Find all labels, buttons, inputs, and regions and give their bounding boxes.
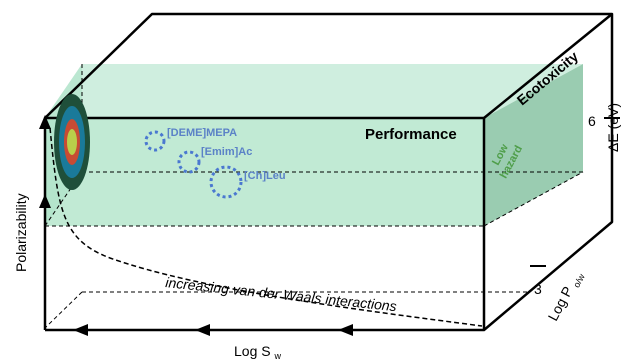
axis-ticks	[530, 117, 620, 267]
compound-label: [DEME]MEPA	[167, 127, 237, 139]
log-pow-base: Log P	[545, 284, 576, 324]
arrow-icon	[195, 324, 210, 336]
performance-zone	[44, 64, 584, 227]
log-pow-tick-value: 3	[534, 281, 542, 297]
log-sw-base: Log S	[234, 343, 271, 359]
arrow-icon	[39, 194, 51, 208]
target-icon	[54, 94, 90, 190]
compound-marker-deme-mepa	[144, 130, 166, 152]
box-frame	[43, 12, 614, 332]
log-sw-sub: w	[273, 351, 281, 360]
compound-marker-emim-ac	[177, 150, 201, 174]
log-pow-label: Log P o/w	[545, 268, 587, 325]
log-sw-label: Log S w	[234, 343, 281, 360]
performance-label: Performance	[365, 126, 457, 143]
compound-label: [Ch]Leu	[244, 170, 286, 182]
compound-label: [Emim]Ac	[201, 146, 252, 158]
arrow-icon	[338, 324, 353, 336]
delta-e-tick-value: 6	[588, 113, 596, 129]
performance-zone-top	[45, 64, 583, 118]
vdw-curve	[49, 127, 483, 327]
delta-e-label: ΔE (eV)	[605, 103, 621, 152]
polarizability-label: Polarizability	[13, 193, 29, 272]
box-hidden-edges	[44, 291, 530, 329]
log-pow-sub: o/w	[571, 272, 587, 290]
arrow-icon	[39, 115, 51, 129]
compound-marker-ch-leu	[209, 165, 243, 199]
compound-markers	[144, 130, 243, 199]
polarizability-axis	[39, 115, 51, 208]
arrow-icon	[73, 324, 88, 336]
vdw-label: increasing van der Waals interactions	[165, 274, 398, 314]
log-sw-axis	[73, 324, 353, 336]
